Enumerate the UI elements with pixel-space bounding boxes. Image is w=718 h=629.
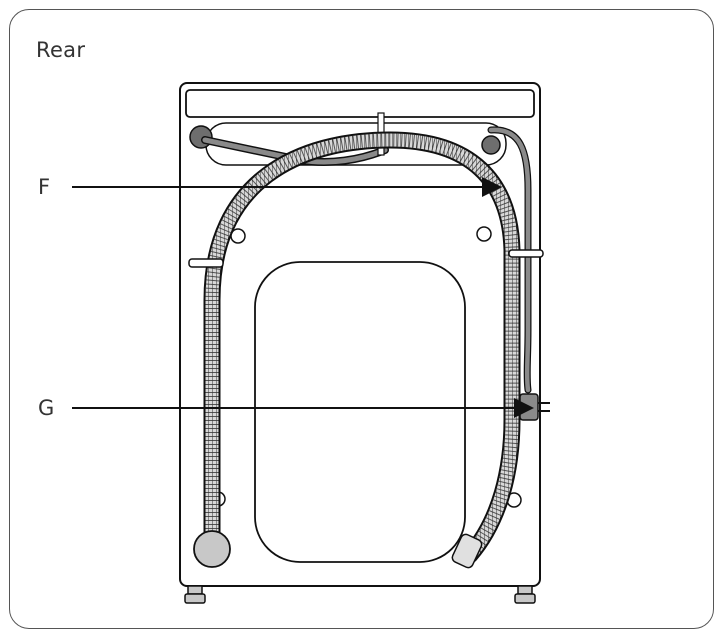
- foot-right: [514, 585, 536, 604]
- top-panel: [185, 89, 535, 118]
- right-hose-clip: [508, 249, 544, 258]
- drain-outlet: [193, 530, 231, 568]
- callout-label-g: G: [38, 396, 55, 420]
- drain-hose: [205, 133, 519, 562]
- drain-hose-end: [451, 533, 483, 569]
- right-connector-hole: [481, 135, 501, 155]
- screw-hole-top-right: [476, 226, 492, 242]
- back-access-panel: [254, 261, 466, 563]
- figure-title: Rear: [36, 38, 86, 62]
- left-hose-clip: [188, 258, 224, 268]
- callout-label-f: F: [38, 175, 51, 199]
- foot-left: [184, 585, 206, 604]
